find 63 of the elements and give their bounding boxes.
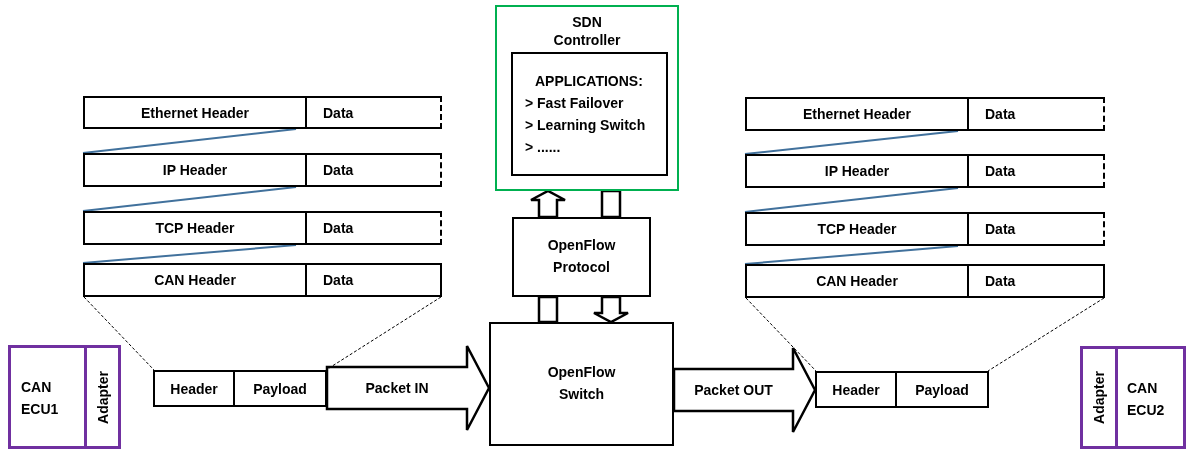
payload-label: Payload: [915, 381, 969, 398]
applications-heading: APPLICATIONS:: [534, 72, 644, 91]
data-label: Data: [985, 106, 1016, 122]
edge-label: Packet IN: [365, 380, 429, 396]
header-row: [83, 211, 442, 245]
connector-line: [82, 244, 297, 264]
data-label: Data: [323, 220, 354, 236]
header-label: CAN Header: [154, 272, 236, 288]
dashed-line: [83, 296, 155, 371]
dashed-line: [325, 296, 442, 371]
box-label: OpenFlow Protocol: [546, 236, 617, 277]
ecu-box: [1080, 346, 1186, 449]
connector-line: [744, 187, 959, 213]
header-row: [745, 154, 1105, 188]
connector-line: [82, 128, 297, 154]
applications-box: [511, 52, 668, 176]
process-box: [512, 217, 651, 297]
adapter-label: Adapter: [1091, 371, 1107, 424]
connector-line: [744, 130, 959, 155]
header-label: Header: [170, 380, 218, 397]
header-label: IP Header: [162, 162, 228, 178]
box-label: OpenFlow Switch: [546, 363, 617, 404]
data-label: Data: [985, 221, 1016, 237]
block-arrow: [600, 189, 622, 219]
connector-line: [82, 186, 297, 212]
header-row: [83, 263, 442, 297]
ecu-box: [8, 345, 121, 449]
ecu-label: CAN ECU2: [1127, 379, 1166, 420]
header-label: TCP Header: [817, 221, 897, 237]
connector-line: [744, 245, 959, 265]
header-label: Header: [832, 381, 880, 398]
header-row: [745, 212, 1105, 246]
application-item: > ......: [525, 138, 562, 157]
block-arrow: [592, 295, 630, 324]
application-item: > Fast Failover: [525, 94, 625, 113]
data-label: Data: [323, 272, 354, 288]
header-label: Ethernet Header: [802, 106, 912, 122]
packet-box: [815, 371, 989, 408]
header-row: [745, 264, 1105, 298]
packet-box: [153, 370, 327, 407]
process-box: [489, 322, 674, 446]
payload-label: Payload: [253, 380, 307, 397]
data-label: Data: [985, 163, 1016, 179]
header-row: [83, 96, 442, 129]
data-label: Data: [985, 273, 1016, 289]
header-label: CAN Header: [816, 273, 898, 289]
data-label: Data: [323, 104, 354, 121]
edge-label: Packet OUT: [694, 382, 773, 398]
dashed-line: [987, 297, 1105, 372]
dashed-line: [745, 297, 817, 372]
header-label: IP Header: [824, 163, 890, 179]
header-row: [83, 153, 442, 187]
block-arrow: [529, 189, 567, 219]
controller-box: [495, 5, 679, 191]
header-label: Ethernet Header: [140, 104, 250, 121]
controller-title: SDN Controller: [552, 13, 622, 50]
application-item: > Learning Switch: [525, 116, 647, 135]
header-row: [745, 97, 1105, 131]
block-arrow: [537, 295, 559, 324]
adapter-label: Adapter: [94, 370, 111, 424]
data-label: Data: [323, 162, 354, 178]
header-label: TCP Header: [155, 220, 235, 236]
ecu-label: CAN ECU1: [21, 378, 60, 419]
